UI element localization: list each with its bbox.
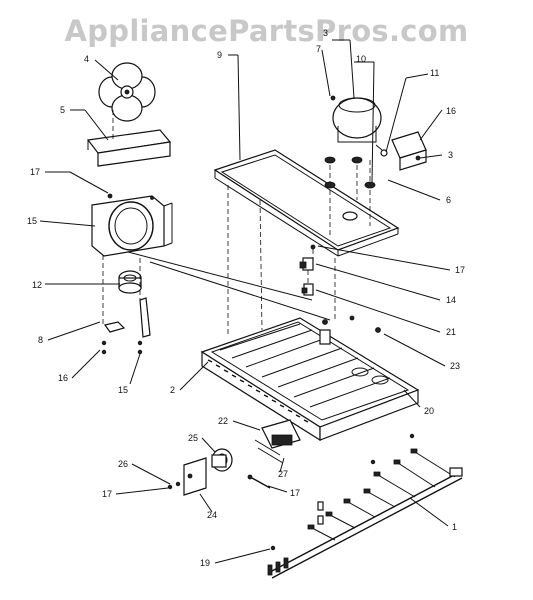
callout-15: 15 [27, 216, 37, 226]
callout-10: 10 [356, 54, 366, 64]
callout-24: 24 [207, 510, 217, 520]
defrost-timer [211, 448, 233, 472]
base-pan [200, 315, 420, 442]
callout-27: 27 [278, 469, 288, 479]
callout-8: 8 [38, 335, 43, 345]
callout-3: 3 [448, 150, 453, 160]
fan-shroud [91, 193, 173, 257]
callout-6: 6 [446, 195, 451, 205]
callout-4: 4 [84, 54, 89, 64]
callout-7: 7 [316, 44, 321, 54]
callout-23: 23 [450, 361, 460, 371]
callout-26: 26 [118, 459, 128, 469]
callout-3: 3 [323, 28, 328, 38]
callout-1: 1 [452, 522, 457, 532]
callout-12: 12 [32, 280, 42, 290]
callout-5: 5 [60, 105, 65, 115]
callout-20: 20 [424, 406, 434, 416]
callout-17: 17 [102, 489, 112, 499]
back-panel [213, 149, 400, 335]
compressor [324, 95, 382, 235]
wiring-harness [267, 433, 463, 579]
callout-25: 25 [188, 433, 198, 443]
mounting-plate [167, 457, 207, 496]
callout-17: 17 [30, 167, 40, 177]
callout-16: 16 [58, 373, 68, 383]
callout-2: 2 [170, 385, 175, 395]
terminal-bracket [254, 419, 301, 464]
callout-18: 16 [446, 106, 456, 116]
callout-17: 17 [455, 265, 465, 275]
callout-9: 9 [217, 50, 222, 60]
callout-22: 22 [218, 416, 228, 426]
watermark: AppliancePartsPros.com [64, 14, 469, 48]
callout-17: 17 [290, 488, 300, 498]
relay-overload [375, 131, 427, 171]
leader-lines [39, 39, 451, 564]
fan-blade [98, 62, 156, 122]
start-components [299, 244, 316, 296]
callout-14: 14 [446, 295, 456, 305]
callout-11: 11 [430, 68, 439, 78]
fan-motor [118, 270, 142, 294]
callout-15: 15 [118, 385, 128, 395]
fan-bracket [86, 129, 172, 167]
callout-19: 19 [200, 558, 210, 568]
callout-labels: 4 5 17 15 12 8 16 15 9 3 7 10 11 16 3 6 … [27, 28, 465, 568]
callout-21: 21 [446, 327, 456, 337]
